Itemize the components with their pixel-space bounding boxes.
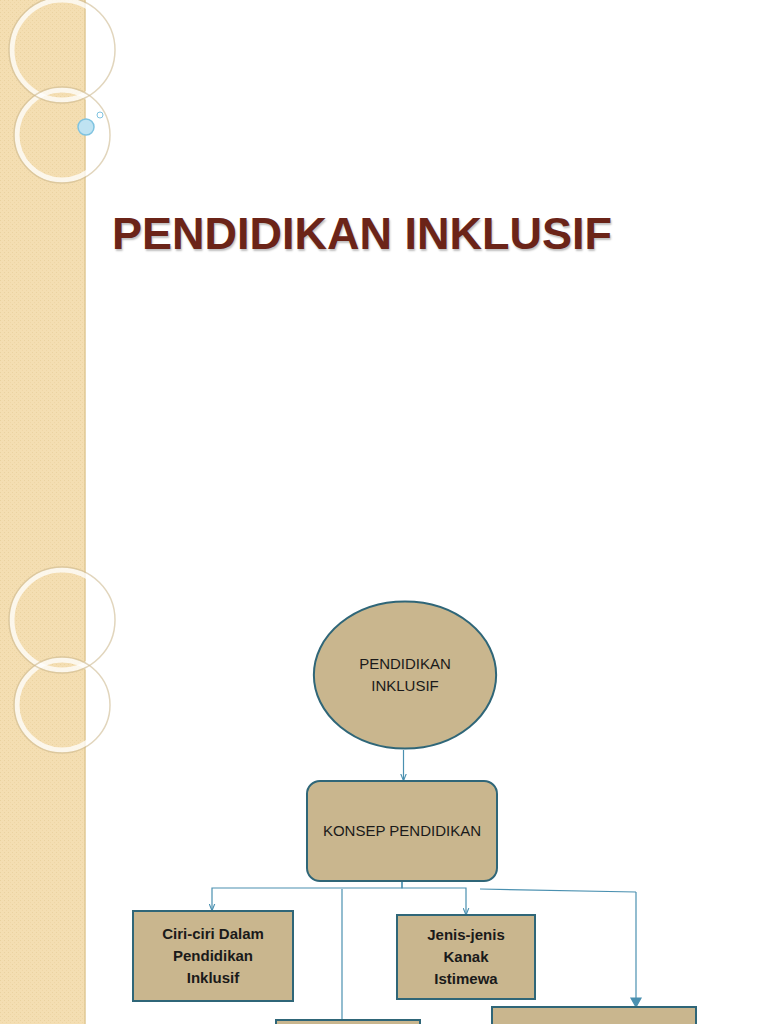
branch-lines: [342, 889, 641, 1024]
node-label: Ciri-ciri Dalam Pendidikan Inklusif: [146, 923, 280, 988]
connector-arrow: [402, 882, 466, 914]
node-label: KONSEP PENDIDIKAN: [323, 820, 481, 842]
connector-arrow: [212, 882, 402, 910]
ring-shadow: [9, 0, 115, 753]
text-stack: KONSEP PENDIDIKAN: [323, 820, 481, 842]
root-ellipse: PENDIDIKAN INKLUSIF: [312, 600, 498, 750]
side-band: [0, 0, 85, 1024]
connector-arrow: [403, 750, 404, 780]
blue-bead-small: [97, 112, 103, 118]
band-edge: [84, 0, 86, 1024]
concept-box: KONSEP PENDIDIKAN: [306, 780, 498, 882]
topic-box: Jenis-jenis Kanak Istimewa: [396, 914, 536, 999]
ellipse-outline: [312, 600, 498, 750]
slide-title: PENDIDIKAN INKLUSIF: [112, 208, 612, 260]
cut-off-box: [276, 1020, 420, 1024]
topic-box: Ciri-ciri Dalam Pendidikan Inklusif: [132, 910, 294, 1002]
node-label: Jenis-jenis Kanak Istimewa: [410, 924, 522, 989]
cut-off-box: [492, 1007, 696, 1024]
node-label: PENDIDIKAN INKLUSIF: [342, 653, 468, 697]
text-stack: PENDIDIKAN INKLUSIF: [342, 653, 468, 697]
text-stack: Jenis-jenis Kanak Istimewa: [410, 924, 522, 989]
blue-bead: [78, 119, 94, 135]
ring-ornament: [12, 0, 112, 750]
text-stack: Ciri-ciri Dalam Pendidikan Inklusif: [146, 923, 280, 988]
